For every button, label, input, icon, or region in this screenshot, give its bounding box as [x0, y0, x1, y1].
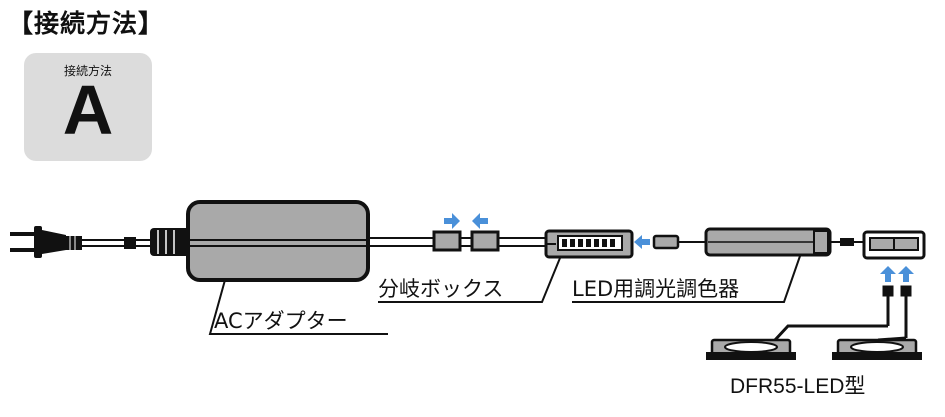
power-plug-icon: [10, 226, 82, 258]
arrow-left-icon: [634, 235, 650, 249]
downlight-cables: [773, 285, 912, 342]
method-letter: A: [62, 71, 114, 149]
arrow-up-icon: [898, 266, 914, 282]
branch-box-label: 分岐ボックス: [378, 277, 504, 301]
cable-end-icon: [840, 238, 854, 246]
downlight-fixture-icon: [832, 338, 922, 360]
leader-lines: [208, 255, 801, 335]
arrow-up-icon: [880, 266, 896, 282]
ac-adapter-icon: [186, 200, 370, 282]
connector-male-icon: [432, 230, 462, 252]
arrow-left-icon: [472, 213, 488, 229]
downlight-fixture-icon: [706, 338, 796, 360]
method-caption: 接続方法: [63, 64, 112, 78]
connection-method-badge: 接続方法 A: [24, 53, 152, 161]
section-heading: 【接続方法】: [8, 9, 165, 38]
led-dimmer-icon: [704, 227, 832, 257]
branch-box-icon: [544, 229, 634, 259]
arrow-right-icon: [444, 213, 460, 229]
cable-strain-relief-icon: [124, 228, 190, 256]
connector-female-icon: [470, 230, 500, 252]
junction-box-icon: [862, 230, 926, 260]
dimmer-label: LED用調光調色器: [572, 277, 740, 301]
ac-adapter-label: ACアダプター: [214, 309, 348, 333]
downlight-model-label: DFR55-LED型: [730, 375, 866, 398]
dimmer-plug-icon: [652, 234, 680, 250]
